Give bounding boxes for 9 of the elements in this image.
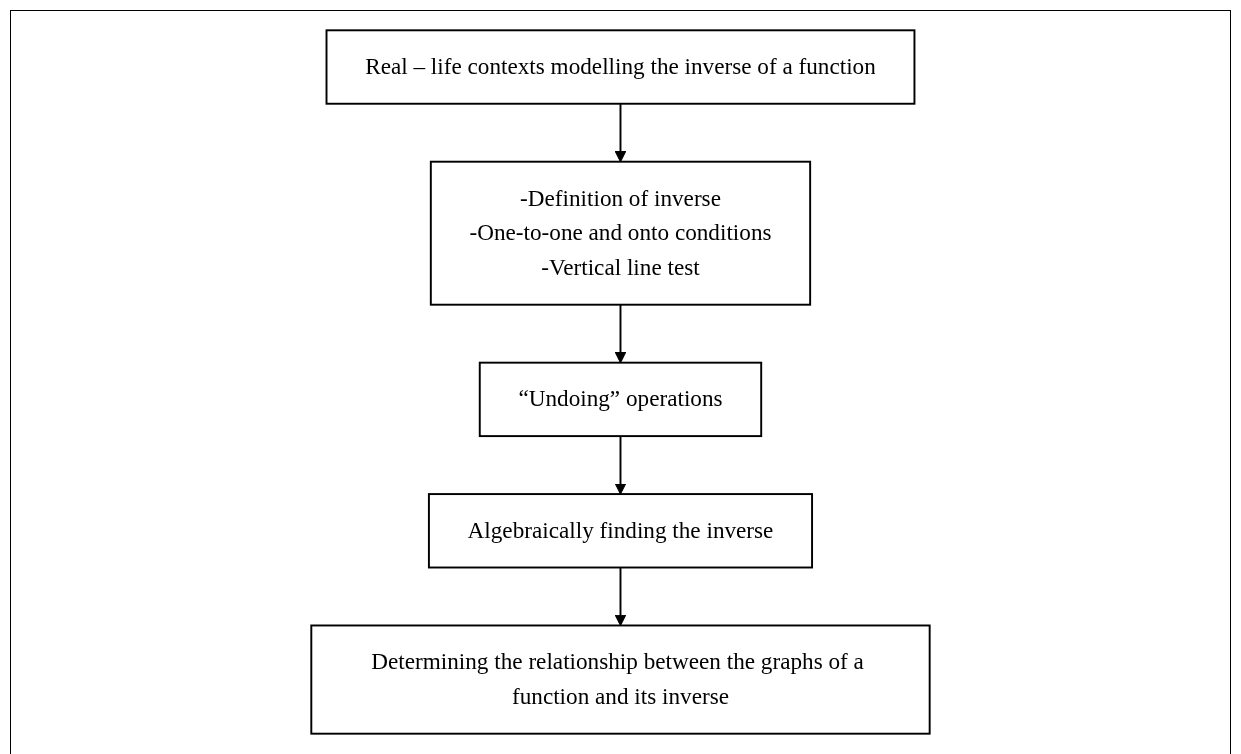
node-box: Real – life contexts modelling the inverse of a function (325, 29, 916, 105)
arrow (614, 102, 627, 163)
node-box: Algebraically finding the inverse (427, 493, 814, 569)
node-box: -Definition of inverse -One-to-one and onto conditions -Vertical line test (429, 160, 812, 306)
node-box: “Undoing” operations (478, 361, 763, 438)
arrow (614, 566, 627, 626)
arrow (614, 303, 627, 364)
arrow (614, 435, 627, 495)
node-box: Determining the relationship between the graphs of a function and its inverse (310, 624, 931, 735)
